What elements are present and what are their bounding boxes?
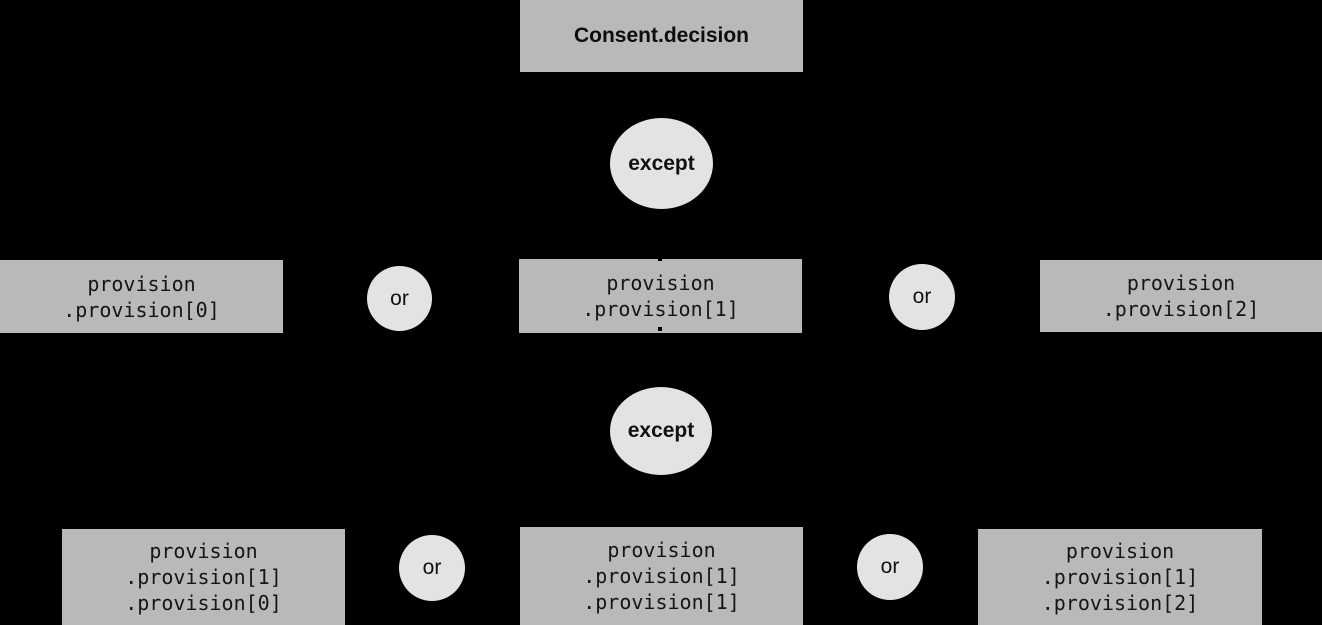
node-provision-1-2-line: .provision[2] (1041, 591, 1199, 615)
node-provision-1-0-line: .provision[0] (125, 591, 282, 615)
node-provision-1-2-line: .provision[1] (1041, 565, 1199, 589)
except-operator-level1-label: except (628, 151, 695, 175)
node-provision-1-2: provision .provision[1] .provision[2] (978, 529, 1262, 625)
node-provision-1-0-line: .provision[1] (125, 565, 282, 589)
or-operator-level2-left-label: or (422, 556, 442, 579)
node-provision-1-1: provision .provision[1] .provision[1] (520, 527, 803, 625)
node-provision-1-line: .provision[1] (582, 297, 739, 321)
node-provision-0-line: .provision[0] (63, 297, 220, 322)
or-operator-level2-right: or (857, 534, 923, 600)
except-operator-level2-label: except (627, 419, 695, 442)
node-provision-2: provision .provision[2] (1040, 260, 1322, 332)
or-operator-level2-left: or (399, 535, 465, 601)
or-operator-level1-left: or (367, 266, 432, 331)
node-provision-1-0-line: provision (149, 539, 258, 563)
or-operator-level2-right-label: or (880, 555, 900, 578)
connector-dot-top (658, 257, 662, 261)
node-provision-0-line: provision (87, 271, 196, 296)
or-operator-level1-right: or (889, 264, 955, 330)
except-operator-level1: except (610, 118, 713, 209)
node-provision-1-line: provision (606, 271, 715, 295)
node-provision-1-0: provision .provision[1] .provision[0] (62, 529, 345, 625)
or-operator-level1-left-label: or (390, 286, 409, 310)
or-operator-level1-right-label: or (912, 285, 932, 308)
node-provision-1: provision .provision[1] (519, 259, 802, 333)
node-provision-1-1-line: .provision[1] (583, 590, 740, 614)
node-provision-1-1-line: provision (607, 538, 716, 562)
node-consent-decision: Consent.decision (520, 0, 803, 72)
node-consent-decision-label: Consent.decision (573, 24, 750, 47)
node-provision-2-line: .provision[2] (1102, 297, 1260, 321)
except-operator-level2: except (610, 387, 712, 475)
node-provision-1-1-line: .provision[1] (583, 564, 740, 588)
node-provision-1-2-line: provision (1065, 539, 1175, 563)
connector-dot-bottom (658, 327, 662, 331)
node-provision-2-line: provision (1126, 271, 1236, 295)
node-provision-0: provision .provision[0] (0, 260, 283, 333)
